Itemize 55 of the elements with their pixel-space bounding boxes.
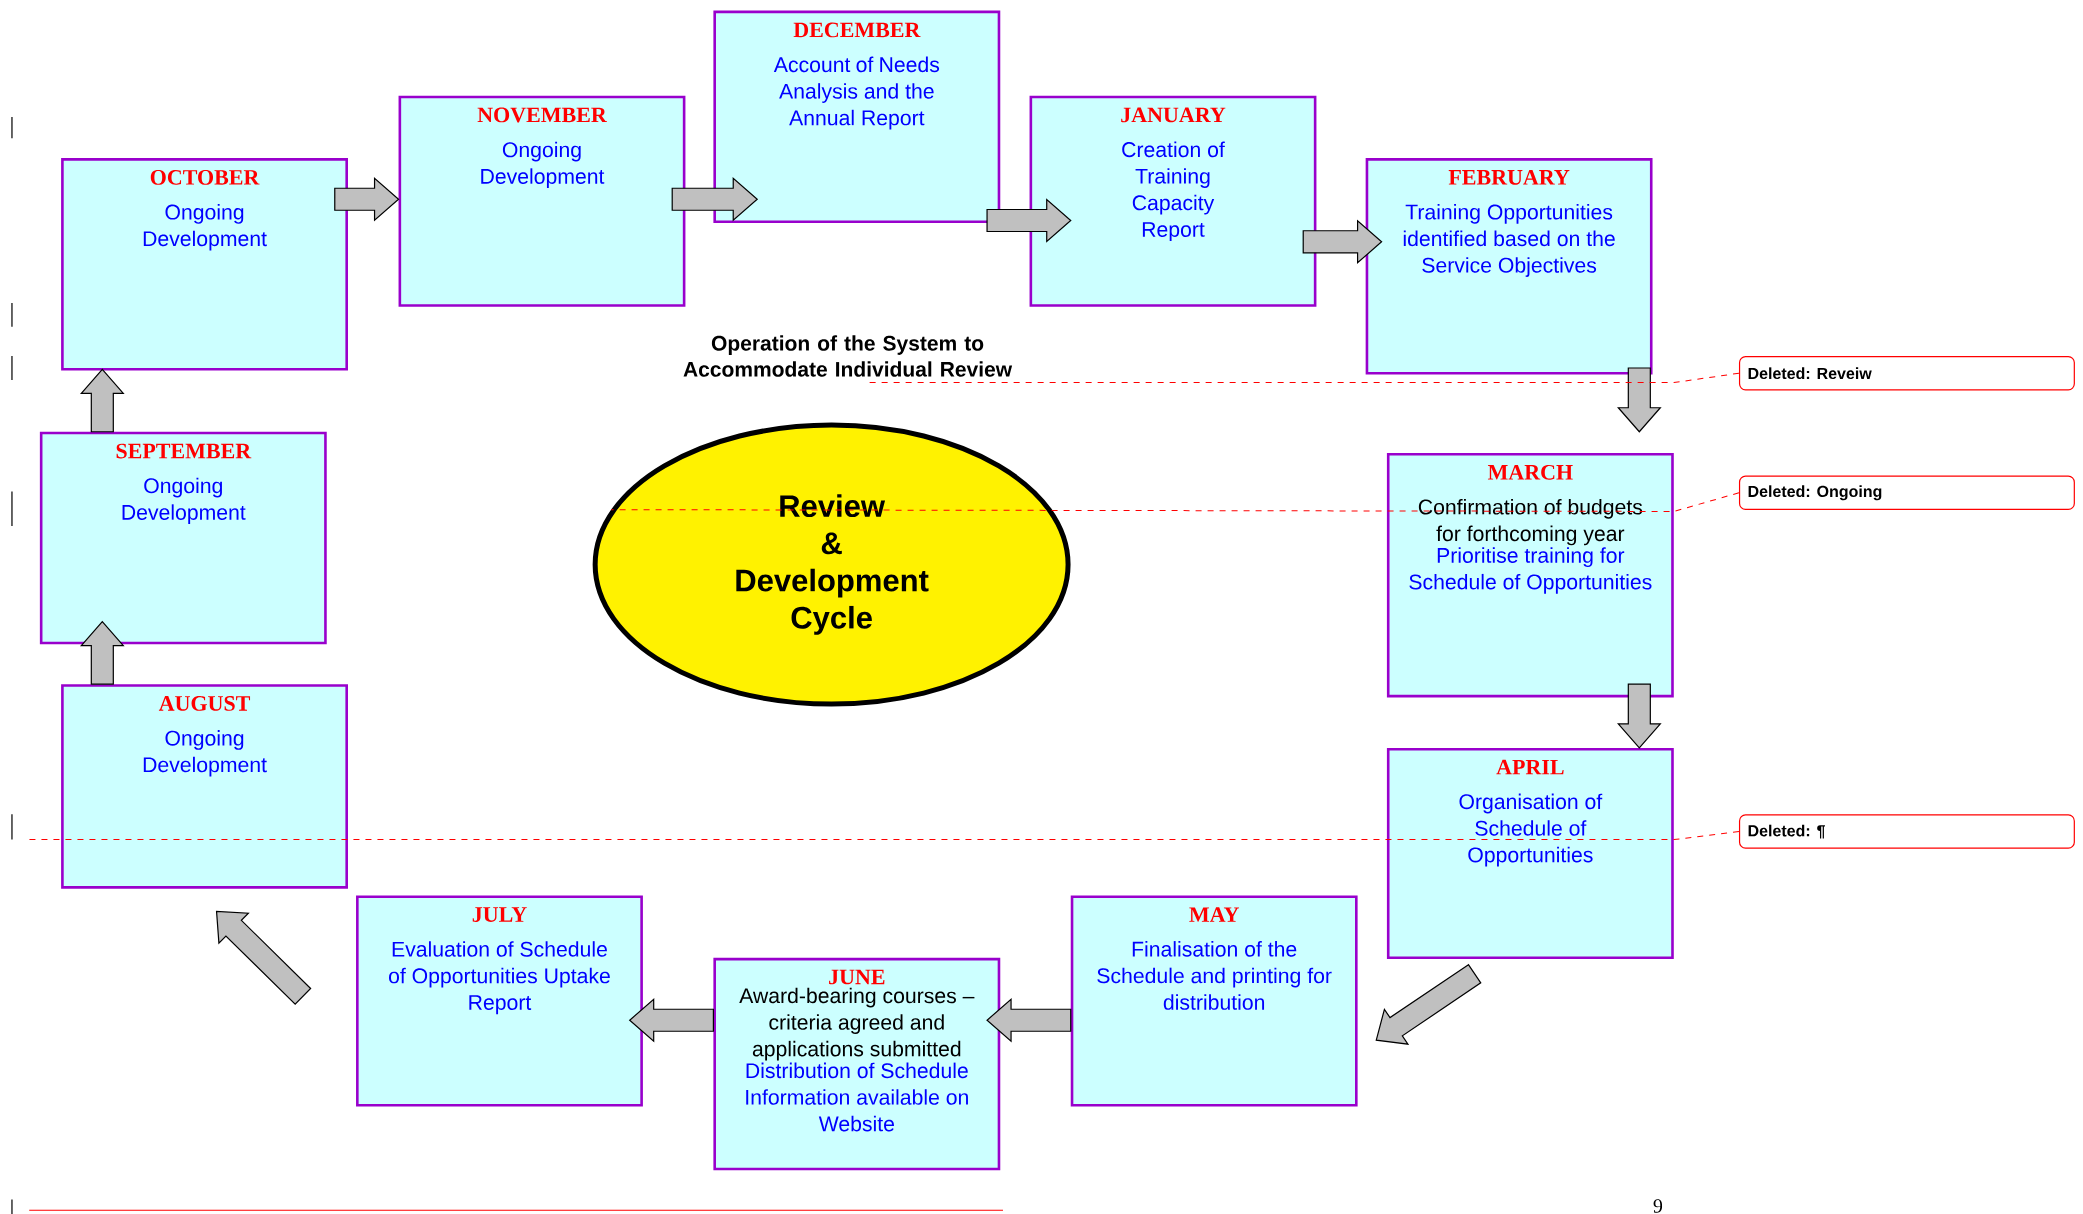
block-arrow xyxy=(80,620,125,685)
block-arrow xyxy=(1617,367,1662,433)
activity-text: Organisation of Schedule of Opportunities xyxy=(1459,793,1603,867)
month-box xyxy=(1070,895,1358,1107)
month-box xyxy=(39,431,327,645)
comment-balloon: Deleted: Reveiw xyxy=(1738,356,2075,391)
activity-text: Ongoing Development xyxy=(143,204,267,251)
activity-text: Award-bearing courses – criteria agreed and applications submitted xyxy=(739,987,975,1061)
activity-text: Prioritise training for Schedule of Opportunities xyxy=(1409,547,1652,594)
month-heading: SEPTEMBER xyxy=(116,443,252,459)
month-heading: JANUARY xyxy=(1121,107,1226,123)
month-box xyxy=(398,95,686,307)
activity-text: Account of Needs Analysis and the Annual Report xyxy=(773,56,940,130)
block-arrow xyxy=(986,198,1072,243)
month-box xyxy=(1365,158,1653,375)
month-heading: APRIL xyxy=(1496,759,1564,775)
activity-text: Creation of Training Capacity Report xyxy=(1122,141,1225,242)
activity-text: Ongoing Development xyxy=(143,730,267,777)
activity-text: Ongoing Development xyxy=(481,141,605,189)
month-heading: OCTOBER xyxy=(150,170,260,185)
month-heading: NOVEMBER xyxy=(477,107,607,123)
block-arrow xyxy=(986,997,1072,1043)
activity-text: Finalisation of the Schedule and printing for distribution xyxy=(1097,941,1332,1010)
month-box xyxy=(61,158,348,371)
month-box xyxy=(713,957,1001,1171)
comment-balloon: Deleted: ¶ xyxy=(1738,814,2075,849)
month-box xyxy=(1386,453,1674,698)
block-arrow xyxy=(80,368,125,433)
leader-line xyxy=(28,831,1740,841)
month-box xyxy=(713,10,1001,224)
month-heading: MARCH xyxy=(1487,464,1573,480)
month-heading: JUNE xyxy=(829,969,885,985)
page-number: 9 xyxy=(1653,1199,1663,1213)
activity-text: Distribution of Schedule Information available on Website xyxy=(746,1062,968,1132)
activity-text: Training Opportunities identified based on the Service Objectives xyxy=(1403,204,1615,277)
month-box xyxy=(356,895,643,1107)
month-box xyxy=(1386,747,1674,960)
block-arrow xyxy=(1302,219,1383,265)
month-heading: AUGUST xyxy=(158,696,251,711)
activity-text: Evaluation of Schedule of Opportunities Uptake Report xyxy=(389,941,610,1015)
month-heading: MAY xyxy=(1189,907,1240,922)
month-heading: DECEMBER xyxy=(793,22,921,38)
comment-balloon: Deleted: Ongoing xyxy=(1738,475,2075,510)
block-arrow xyxy=(334,176,400,222)
month-box xyxy=(1029,95,1317,307)
activity-text: Ongoing Development xyxy=(122,477,246,525)
block-arrow xyxy=(1617,683,1662,749)
month-heading: FEBRUARY xyxy=(1448,170,1570,185)
block-arrow xyxy=(671,176,759,222)
activity-text: Confirmation of budgets for forthcoming year xyxy=(1418,498,1643,546)
title: Operation of the System to Accommodate Individual Review xyxy=(683,335,1013,377)
block-arrow xyxy=(628,997,714,1043)
month-box xyxy=(61,684,348,889)
leader-line xyxy=(610,492,1740,512)
month-heading: JULY xyxy=(472,907,527,922)
